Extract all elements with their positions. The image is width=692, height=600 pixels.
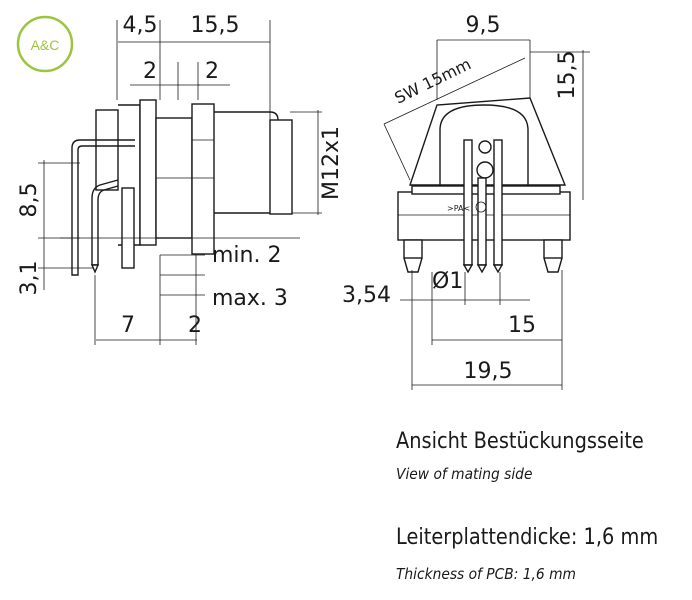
logo-text: A&C	[31, 37, 60, 53]
ac-logo: A&C	[16, 15, 74, 73]
note-view-en: View of mating side	[396, 465, 533, 483]
dim-left-b: 3,1	[17, 261, 42, 296]
dim-width-top: 9,5	[466, 13, 501, 38]
dim-pitch: 15	[508, 313, 536, 338]
dim-bottom-a: 7	[121, 313, 135, 338]
dim-bottom-b: 2	[188, 313, 202, 338]
dim-mid-a: 2	[143, 59, 157, 84]
dim-wrench: SW 15mm	[391, 54, 474, 107]
dim-width-bottom: 19,5	[464, 359, 513, 384]
front-view: >PA< 9,5 15,5 SW 15mm 3,54 Ø1 15 19,5	[342, 13, 590, 390]
dim-left-a: 8,5	[17, 183, 42, 218]
material-marking: >PA<	[447, 204, 470, 213]
dim-offset: 3,54	[342, 283, 391, 308]
note-pcb-de: Leiterplattendicke: 1,6 mm	[396, 525, 659, 550]
note-pcb-en: Thickness of PCB: 1,6 mm	[396, 565, 576, 583]
dim-thread: M12x1	[319, 126, 344, 200]
dim-top-a: 4,5	[123, 13, 158, 38]
dim-pin-dia: Ø1	[432, 269, 463, 294]
dim-min: min. 2	[212, 243, 281, 268]
dim-height: 15,5	[555, 51, 580, 100]
dim-mid-b: 2	[205, 59, 219, 84]
dim-max: max. 3	[212, 286, 288, 311]
note-view-de: Ansicht Bestückungsseite	[396, 429, 644, 454]
side-view: 4,5 15,5 2 2 8,5 3,1 M12x1 min. 2 max. 3…	[17, 13, 344, 345]
recycle-icon	[475, 201, 487, 213]
logo-ring	[16, 15, 74, 73]
dim-top-b: 15,5	[191, 13, 240, 38]
